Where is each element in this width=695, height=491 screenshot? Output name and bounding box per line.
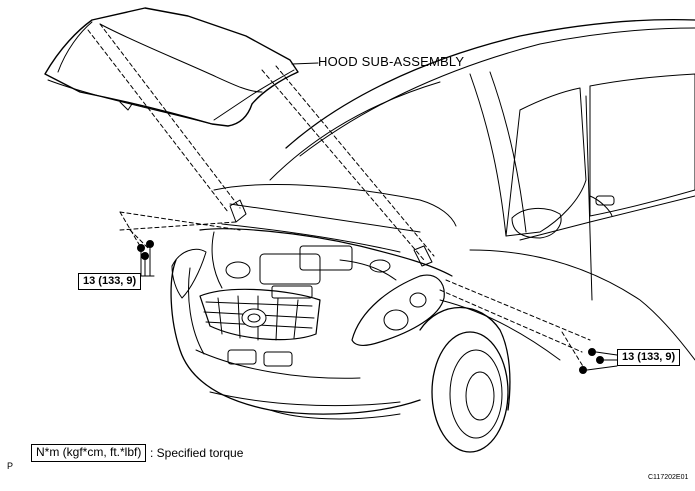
figure-id: C117202E01: [648, 474, 689, 481]
torque-spec-left: 13 (133, 9): [78, 273, 142, 290]
legend-unit-box: N*m (kgf*cm, ft.*lbf): [31, 444, 147, 462]
bolts-left: [131, 240, 155, 277]
legend-description: : Specified torque: [150, 446, 244, 460]
hood-sub-assembly-label: HOOD SUB-ASSEMBLY: [318, 54, 465, 69]
torque-spec-right: 13 (133, 9): [617, 349, 681, 366]
hood-leader-line: [291, 62, 319, 65]
hood-alignment-lines: [87, 23, 591, 369]
corner-mark: P: [7, 461, 14, 471]
car-body: [170, 18, 695, 453]
hood-panel: [44, 7, 319, 127]
hood-hinges: [229, 199, 433, 267]
bolts-right: [579, 348, 618, 374]
